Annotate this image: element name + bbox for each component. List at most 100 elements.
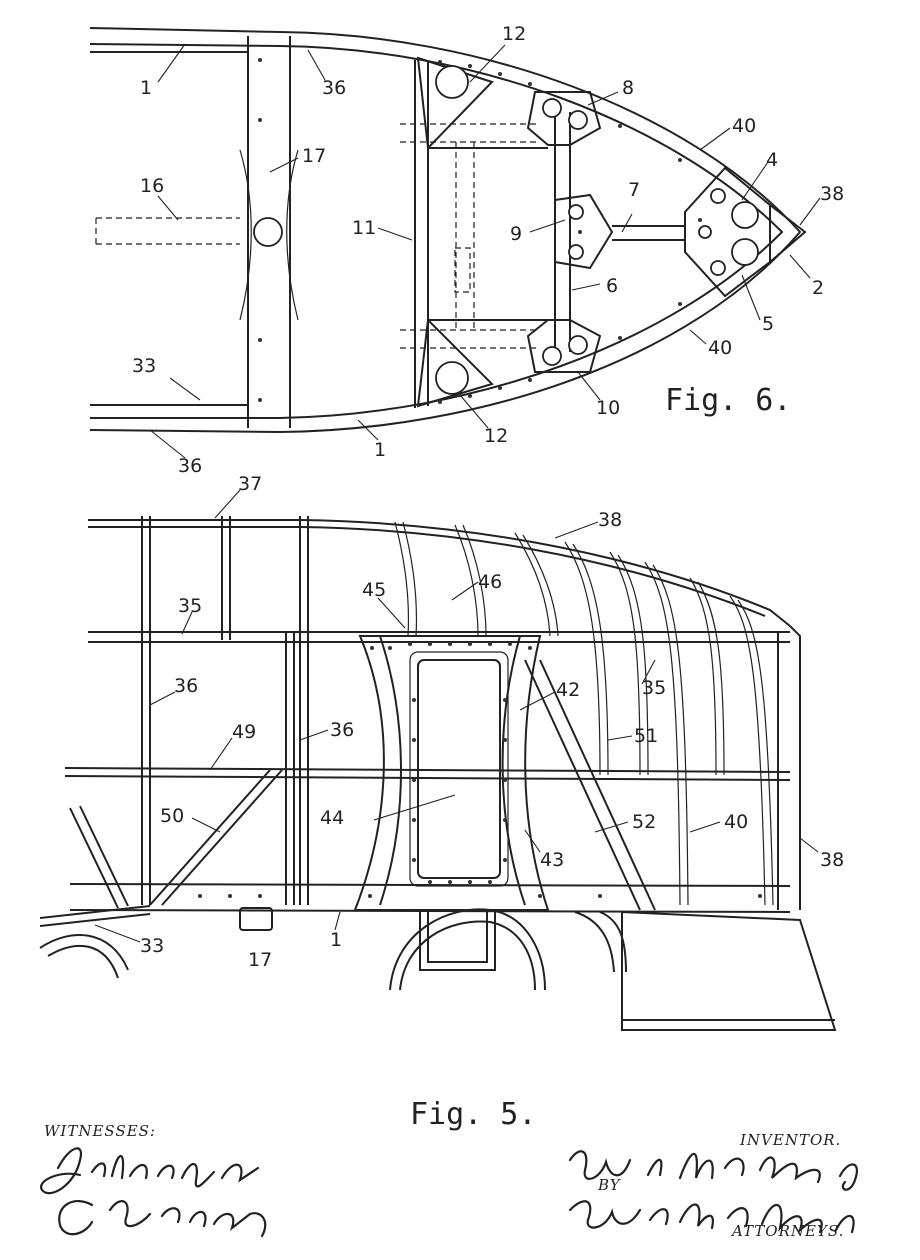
fig5-leader: [451, 581, 479, 601]
fig6-plate-4: [684, 166, 771, 298]
fig5-front-wheel-left-inner: [399, 920, 536, 991]
fig5-ref-35-right: 35: [642, 677, 666, 699]
fig6-plan-view: 1 36 17 16 11 12 8 40 4 38 7 9 6 2 5 40 …: [89, 23, 844, 477]
fig6-nose-fitting: [769, 204, 807, 263]
fig5-leader: [689, 821, 721, 833]
fig6-hub: [253, 217, 283, 247]
fig5-leader: [334, 911, 341, 931]
fig6-hole: [435, 65, 469, 99]
fig5-ref-52: 52: [632, 811, 656, 833]
fig5-brace-52: [524, 659, 656, 911]
fig5-bow-46: [394, 521, 410, 637]
signature-block: WITNESSES: INVENTOR. BY ATTORNEYS.: [40, 1122, 858, 1240]
fig5-post: [299, 516, 309, 905]
fig6-frame-6: [554, 112, 571, 352]
fig6-leader: [689, 329, 707, 345]
fig5-ref-37: 37: [238, 473, 262, 495]
fig5-ref-45: 45: [362, 579, 386, 601]
fig6-leader: [741, 161, 769, 201]
fig6-leader: [169, 377, 201, 401]
fig5-leader: [191, 817, 221, 833]
fig5-leader: [607, 735, 633, 741]
fig6-ref-12-top: 12: [502, 23, 526, 45]
fig5-ref-43: 43: [540, 849, 564, 871]
fig6-ref-16: 16: [140, 175, 164, 197]
fig6-ref-5: 5: [762, 313, 774, 335]
witnesses-label: WITNESSES:: [44, 1122, 156, 1140]
fig5-leader: [377, 597, 406, 629]
fig5-ref-50: 50: [160, 805, 184, 827]
fig5-ref-38-right: 38: [820, 849, 844, 871]
fig5-side-elevation: 37 38 35 45 46 35 36 36 42 51 49 50 44 5…: [39, 473, 844, 1132]
fig6-leader: [269, 157, 299, 173]
fig5-post-36-mid: [285, 632, 295, 905]
fig6-hole: [435, 361, 469, 395]
fig6-cross-rails: [428, 147, 548, 321]
fig6-leader: [741, 274, 761, 321]
fig6-ref-12-bottom: 12: [484, 425, 508, 447]
fig6-frame-17: [247, 36, 291, 428]
fig6-leader: [577, 371, 601, 401]
fig6-leader: [459, 394, 489, 429]
fig6-hole: [568, 244, 584, 260]
fig5-ref-40: 40: [724, 811, 748, 833]
fig5-door-window-frame: [409, 651, 509, 887]
fig6-ref-1-top: 1: [140, 77, 152, 99]
fig6-ref-6: 6: [606, 275, 618, 297]
fig6-plate-8: [526, 91, 602, 146]
fig5-post: [221, 516, 231, 640]
fig5-leader: [799, 837, 819, 853]
fig6-leader: [377, 227, 413, 241]
fig5-leader: [554, 521, 599, 539]
inventor-label: INVENTOR.: [739, 1131, 841, 1149]
fig5-ref-36-mid: 36: [330, 719, 354, 741]
fig6-leader: [157, 43, 186, 83]
fig6-hole: [698, 225, 712, 239]
fig6-engine-block: [454, 247, 471, 293]
fig6-leader: [621, 213, 633, 233]
fig5-bow-46: [402, 521, 418, 637]
fig5-door-window-44: [417, 659, 501, 879]
witness-signature-2: [58, 1199, 267, 1238]
fig5-bow: [609, 551, 649, 776]
fig5-front-wheel-left: [389, 908, 546, 991]
fig5-post: [729, 595, 774, 906]
fig5-ref-46: 46: [478, 571, 502, 593]
fig6-strut-7: [612, 225, 685, 241]
fig6-leader: [789, 254, 811, 279]
fig6-ref-40-top: 40: [732, 115, 756, 137]
fig6-ref-10: 10: [596, 397, 620, 419]
fig5-ref-17: 17: [248, 949, 272, 971]
fig6-hole: [568, 335, 588, 355]
fig6-hole: [710, 188, 726, 204]
fig5-brace-50: [149, 769, 283, 906]
fig6-hole: [542, 98, 562, 118]
fig5-ref-35-left: 35: [178, 595, 202, 617]
fig6-leader: [157, 195, 179, 221]
fig6-ref-2: 2: [812, 277, 824, 299]
fig6-side-bars: [90, 51, 248, 406]
fig5-ref-49: 49: [232, 721, 256, 743]
fig5-leader: [299, 729, 329, 741]
fig5-brace-50-left: [69, 805, 129, 909]
fig5-bumper-33: [39, 905, 151, 927]
fig5-post-51: [564, 541, 609, 776]
fig6-leader: [357, 419, 379, 441]
fig5-leader: [209, 737, 233, 771]
fig6-ref-9: 9: [510, 223, 522, 245]
fig5-bow: [522, 534, 559, 637]
fig5-bow: [689, 577, 725, 776]
fig6-leader: [529, 219, 566, 233]
fig5-label: Fig. 5.: [410, 1097, 536, 1132]
fig6-hole: [542, 346, 562, 366]
fig5-ref-51: 51: [634, 725, 658, 747]
fig5-leader: [214, 489, 241, 519]
fig6-leader: [149, 429, 186, 459]
fig5-ref-44: 44: [320, 807, 344, 829]
fig5-ref-1: 1: [330, 929, 342, 951]
fig6-leader: [469, 44, 506, 83]
fig6-hole: [710, 260, 726, 276]
fig6-ref-38: 38: [820, 183, 844, 205]
fig6-hole: [731, 238, 759, 266]
fig6-ref-1-bottom: 1: [374, 439, 386, 461]
